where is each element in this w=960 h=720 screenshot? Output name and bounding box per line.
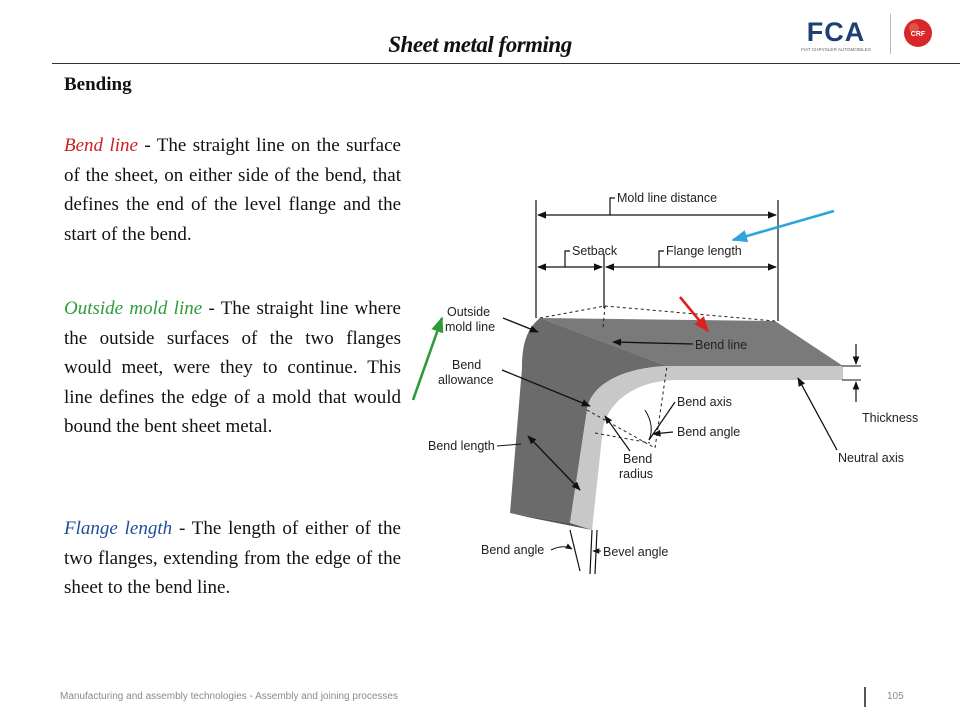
label-setback: Setback (572, 244, 618, 258)
sheet-bending-diagram: Mold line distance Setback Flange length… (411, 191, 918, 575)
footer-divider (864, 687, 866, 707)
definition-outside-mold-line: Outside mold line - The straight line wh… (64, 294, 401, 442)
label-bend-axis: Bend axis (677, 395, 732, 409)
bend-length-dimension (527, 435, 581, 491)
label-bend-allowance-1: Bend (452, 358, 481, 372)
logo-divider (890, 14, 891, 54)
crf-logo: CRF (904, 19, 932, 47)
label-bend-line: Bend line (695, 338, 747, 352)
definition-separator: - (144, 135, 151, 156)
definition-separator: - (178, 518, 186, 539)
term-bend-line: Bend line (64, 135, 138, 156)
definition-outside-mold-line-text: The straight line where the outside surf… (64, 298, 401, 438)
label-neutral-axis: Neutral axis (838, 451, 904, 465)
fca-logo-subtext: FIAT CHRYSLER AUTOMOBILES (801, 47, 871, 52)
definition-bend-line: Bend line - The straight line on the sur… (64, 131, 401, 249)
term-flange-length: Flange length (64, 518, 173, 539)
label-outside-mold-line-2: mold line (445, 320, 495, 334)
label-bevel-angle: Bevel angle (603, 545, 668, 559)
slide-title: Sheet metal forming (388, 32, 572, 57)
label-thickness: Thickness (862, 411, 918, 425)
label-mold-line-distance: Mold line distance (617, 191, 717, 205)
label-bend-angle-bottom: Bend angle (481, 543, 544, 557)
definition-flange-length: Flange length - The length of either of … (64, 514, 401, 603)
outside-mold-line-highlight-arrow (411, 316, 444, 401)
section-heading: Bending (64, 74, 132, 95)
footer-course-title: Manufacturing and assembly technologies … (60, 691, 398, 702)
definition-separator: - (208, 298, 215, 319)
bend-line-highlight-arrow (678, 296, 710, 333)
title-divider (52, 63, 960, 64)
page-number: 105 (887, 691, 904, 702)
fca-logo-text: FCA (807, 17, 866, 47)
fca-logo: FCA FIAT CHRYSLER AUTOMOBILES (801, 17, 871, 52)
label-flange-length: Flange length (666, 244, 742, 258)
crf-logo-text: CRF (911, 31, 926, 38)
label-bend-angle-inner: Bend angle (677, 425, 740, 439)
label-bend-radius-2: radius (619, 467, 653, 481)
label-outside-mold-line-1: Outside (447, 305, 490, 319)
label-bend-allowance-2: allowance (438, 373, 494, 387)
definition-bend-line-text: The straight line on the surface of the … (64, 135, 401, 245)
definition-flange-length-text: The length of either of the two flanges,… (64, 518, 401, 599)
label-bend-length: Bend length (428, 439, 495, 453)
term-outside-mold-line: Outside mold line (64, 298, 203, 319)
flange-length-highlight-arrow (731, 209, 835, 243)
label-bend-radius-1: Bend (623, 452, 652, 466)
extension-lines (535, 200, 779, 321)
bent-sheet (510, 318, 843, 530)
